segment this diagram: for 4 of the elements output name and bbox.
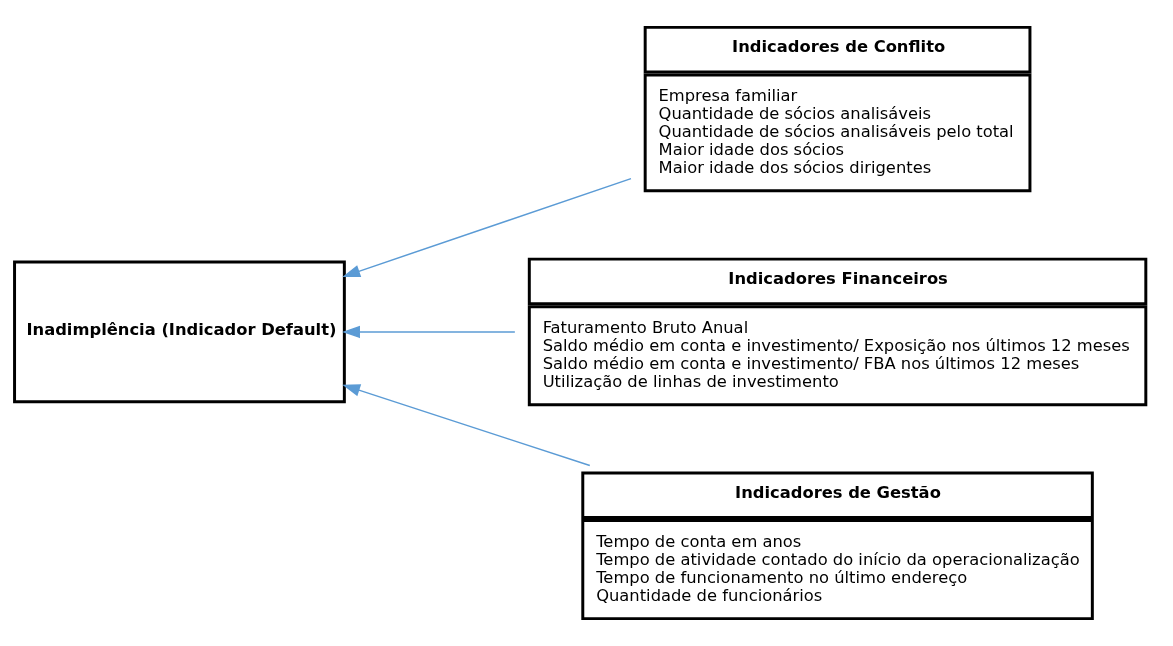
arrow [342, 177, 632, 278]
arrow [342, 325, 516, 339]
arrow [342, 384, 591, 467]
node-box: Inadimplência (Indicador Default) [13, 260, 346, 404]
